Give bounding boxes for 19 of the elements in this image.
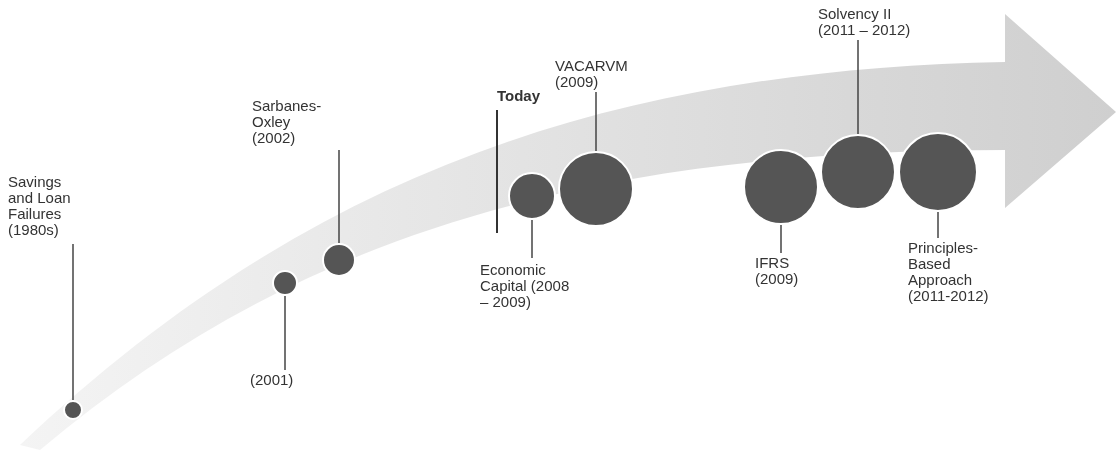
leader-line [338, 149, 340, 244]
event-label: IFRS (2009) [755, 255, 825, 287]
event-label: Solvency II (2011 – 2012) [818, 6, 918, 38]
event-label: VACARVM (2009) [555, 58, 645, 90]
leader-line [531, 219, 533, 259]
leader-line [595, 91, 597, 152]
event-label: (2001) [250, 372, 310, 388]
leader-line [72, 243, 74, 401]
event-label: Sarbanes-Oxley (2002) [252, 98, 332, 146]
event-label: Economic Capital (2008 – 2009) [480, 262, 580, 310]
leader-line [937, 211, 939, 239]
event-label: Savings and Loan Failures (1980s) [8, 174, 83, 238]
event-dot [63, 400, 83, 420]
leader-line [780, 224, 782, 254]
leader-line [284, 295, 286, 371]
leader-line [857, 39, 859, 135]
event-label: Principles-Based Approach (2011-2012) [908, 240, 1018, 304]
today-label: Today [497, 88, 541, 104]
event-dot [508, 172, 556, 220]
